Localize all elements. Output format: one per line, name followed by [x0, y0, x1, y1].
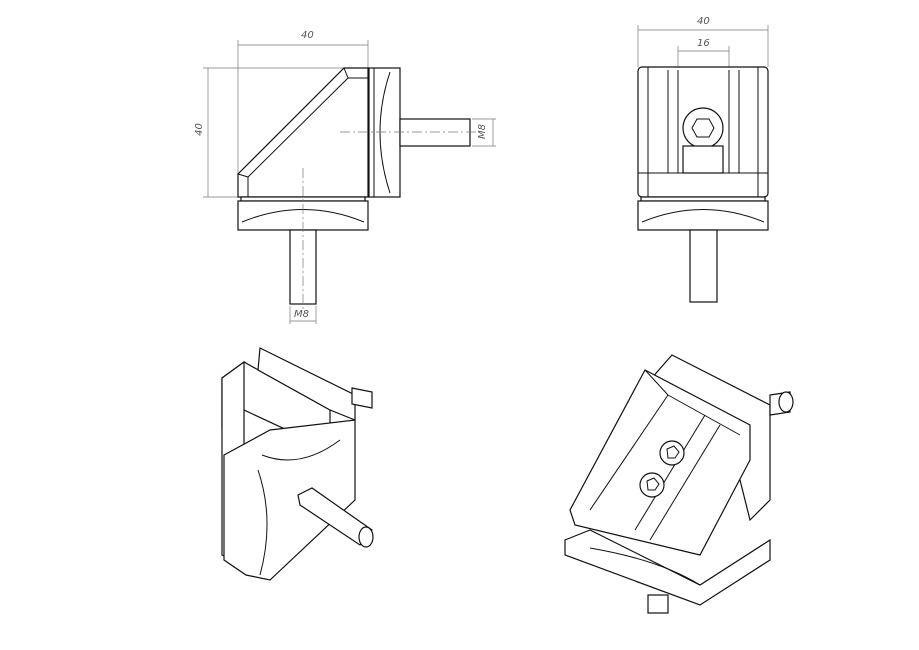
- front-view: [637, 25, 769, 303]
- front-width-dimension: 40: [697, 16, 710, 27]
- side-view: [203, 40, 496, 324]
- bottom-thread-label: M8: [294, 309, 309, 320]
- slot-width-dimension: 16: [697, 38, 710, 49]
- right-thread-label: M8: [477, 124, 488, 139]
- side-height-dimension: 40: [193, 123, 205, 136]
- side-width-dimension: 40: [301, 30, 314, 41]
- isometric-view-right: [564, 354, 794, 614]
- isometric-view-left: [221, 347, 374, 581]
